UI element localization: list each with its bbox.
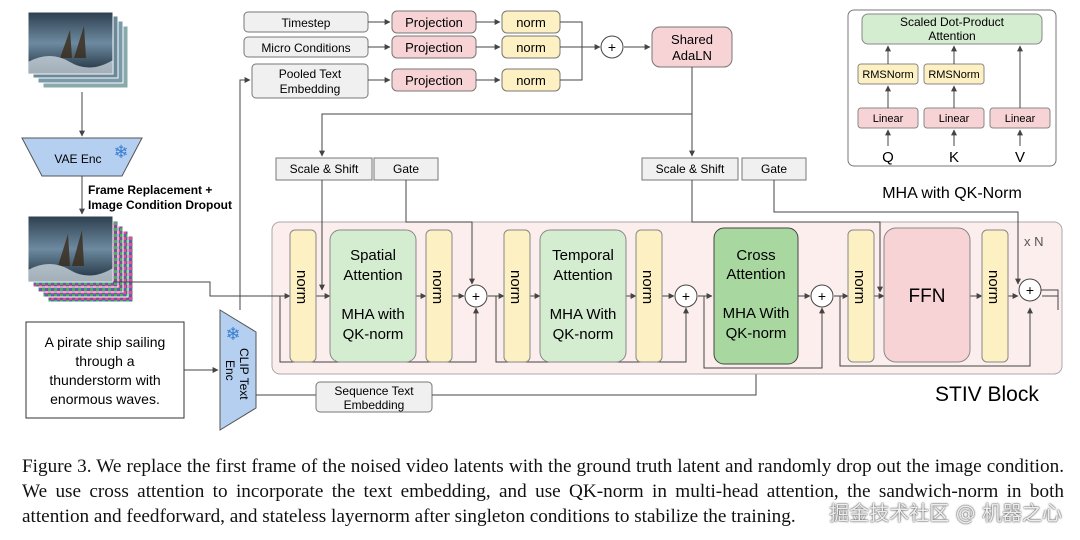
norm-pill-label: norm bbox=[507, 270, 524, 304]
sdpa-box bbox=[861, 13, 1043, 45]
temporal-attention-block bbox=[539, 229, 627, 363]
norm-pill bbox=[289, 229, 317, 363]
norm-pill-label: norm bbox=[985, 270, 1002, 304]
linear-label: Linear bbox=[1005, 113, 1036, 125]
prompt-line: thunderstorm with bbox=[49, 372, 160, 388]
linear-label: Linear bbox=[873, 113, 904, 125]
rmsnorm-label: RMSNorm bbox=[928, 69, 979, 81]
times-n-label: x N bbox=[1024, 234, 1044, 249]
scale-shift-box bbox=[275, 157, 373, 181]
plus-sign: + bbox=[682, 288, 690, 304]
norm-pill bbox=[981, 229, 1009, 363]
projection-label: Projection bbox=[405, 15, 463, 30]
projection-label: Projection bbox=[405, 40, 463, 55]
mha-caption: MHA with QK-Norm bbox=[882, 185, 1022, 202]
clip-text-encoder-shape bbox=[219, 309, 257, 431]
spatial-attention-label: Spatial bbox=[350, 247, 396, 264]
temporal-attention-label: Attention bbox=[553, 267, 612, 284]
norm-pill-label: norm bbox=[293, 270, 310, 304]
spatial-attention-label: QK-norm bbox=[343, 326, 404, 343]
plus-sign: + bbox=[818, 288, 826, 304]
temporal-attention-label: MHA With bbox=[550, 306, 617, 323]
norm-pill-label: norm bbox=[429, 270, 446, 304]
prompt-line: A pirate ship sailing bbox=[45, 334, 166, 350]
norm-pill bbox=[635, 229, 663, 363]
norm-pill-label: norm bbox=[851, 270, 868, 304]
timestep-label: Timestep bbox=[282, 16, 331, 30]
linear-label: Linear bbox=[939, 113, 970, 125]
stiv-block-label: STIV Block bbox=[935, 383, 1039, 406]
shared-adaln-label-1: Shared bbox=[671, 32, 713, 47]
video-frames-stack bbox=[27, 11, 129, 89]
pooled-text-label-2: Embedding bbox=[280, 82, 341, 96]
rmsnorm-label: RMSNorm bbox=[862, 69, 913, 81]
noised-latents-stack bbox=[27, 215, 134, 303]
text-prompt-box bbox=[25, 321, 185, 419]
ffn-block bbox=[883, 227, 971, 363]
sdpa-label-1: Scaled Dot-Product bbox=[900, 15, 1005, 29]
projection-label: Projection bbox=[405, 73, 463, 88]
scale-shift-box bbox=[641, 157, 739, 181]
cross-attention-label: Attention bbox=[726, 266, 785, 283]
spatial-attention-label: Attention bbox=[343, 267, 402, 284]
q-label: Q bbox=[882, 149, 894, 166]
sequence-text-label-2: Embedding bbox=[344, 398, 405, 412]
cross-attention-label: QK-norm bbox=[726, 325, 787, 342]
norm-label: norm bbox=[516, 40, 546, 55]
norm-pill-label: norm bbox=[639, 270, 656, 304]
sum-node bbox=[600, 35, 624, 59]
plus-sign: + bbox=[608, 39, 616, 55]
clip-text-label-1: CLIP Text bbox=[237, 348, 251, 400]
norm-label: norm bbox=[516, 73, 546, 88]
vae-enc-label: VAE Enc bbox=[54, 152, 101, 166]
gate-label: Gate bbox=[761, 162, 787, 176]
sequence-text-box bbox=[315, 381, 433, 413]
ffn-label: FFN bbox=[909, 286, 946, 307]
prompt-line: through a bbox=[75, 353, 134, 369]
snowflake-icon: ❄ bbox=[225, 324, 240, 344]
prompt-line: enormous waves. bbox=[50, 391, 160, 407]
shared-adaln-label-2: AdaLN bbox=[672, 48, 712, 63]
stiv-architecture-diagram: Timestep Micro Conditions Pooled Text Em… bbox=[21, 9, 1063, 431]
clip-text-label-2: Enc bbox=[223, 360, 237, 381]
spatial-attention-label: MHA with bbox=[341, 306, 404, 323]
temporal-attention-label: QK-norm bbox=[553, 326, 614, 343]
plus-sign: + bbox=[1026, 282, 1034, 298]
norm-pill bbox=[503, 229, 531, 363]
pooled-text-label-1: Pooled Text bbox=[279, 67, 342, 81]
spatial-attention-block bbox=[329, 229, 417, 363]
k-label: K bbox=[949, 149, 959, 166]
norm-pill bbox=[425, 229, 453, 363]
snowflake-icon: ❄ bbox=[113, 142, 128, 162]
frame-replacement-label-1: Frame Replacement + bbox=[88, 183, 212, 197]
watermark: 掘金技术社区 @ 机器之心 bbox=[829, 501, 1062, 525]
norm-label: norm bbox=[516, 15, 546, 30]
temporal-attention-label: Temporal bbox=[552, 247, 614, 264]
scale-shift-label: Scale & Shift bbox=[290, 162, 359, 176]
vae-encoder-shape bbox=[21, 137, 143, 177]
figure-caption: Figure 3. We replace the first frame of … bbox=[22, 456, 1064, 527]
cross-attention-label: Cross bbox=[736, 247, 775, 264]
scale-shift-label: Scale & Shift bbox=[656, 162, 725, 176]
frame-replacement-label-2: Image Condition Dropout bbox=[88, 198, 232, 212]
v-label: V bbox=[1015, 149, 1025, 166]
micro-conditions-label: Micro Conditions bbox=[261, 41, 350, 55]
norm-pills: norm norm norm norm norm norm bbox=[289, 229, 1009, 363]
sequence-text-label-1: Sequence Text bbox=[334, 384, 414, 398]
gate-label: Gate bbox=[393, 162, 419, 176]
plus-sign: + bbox=[472, 288, 480, 304]
sdpa-label-2: Attention bbox=[928, 29, 975, 43]
condition-inputs: Timestep Micro Conditions Pooled Text Em… bbox=[243, 10, 733, 99]
cross-attention-block bbox=[713, 227, 799, 365]
residual-sum-nodes: + + + + bbox=[464, 278, 1042, 308]
cross-attention-label: MHA With bbox=[723, 305, 790, 322]
pooled-text-box bbox=[251, 63, 369, 99]
norm-pill bbox=[847, 229, 875, 363]
